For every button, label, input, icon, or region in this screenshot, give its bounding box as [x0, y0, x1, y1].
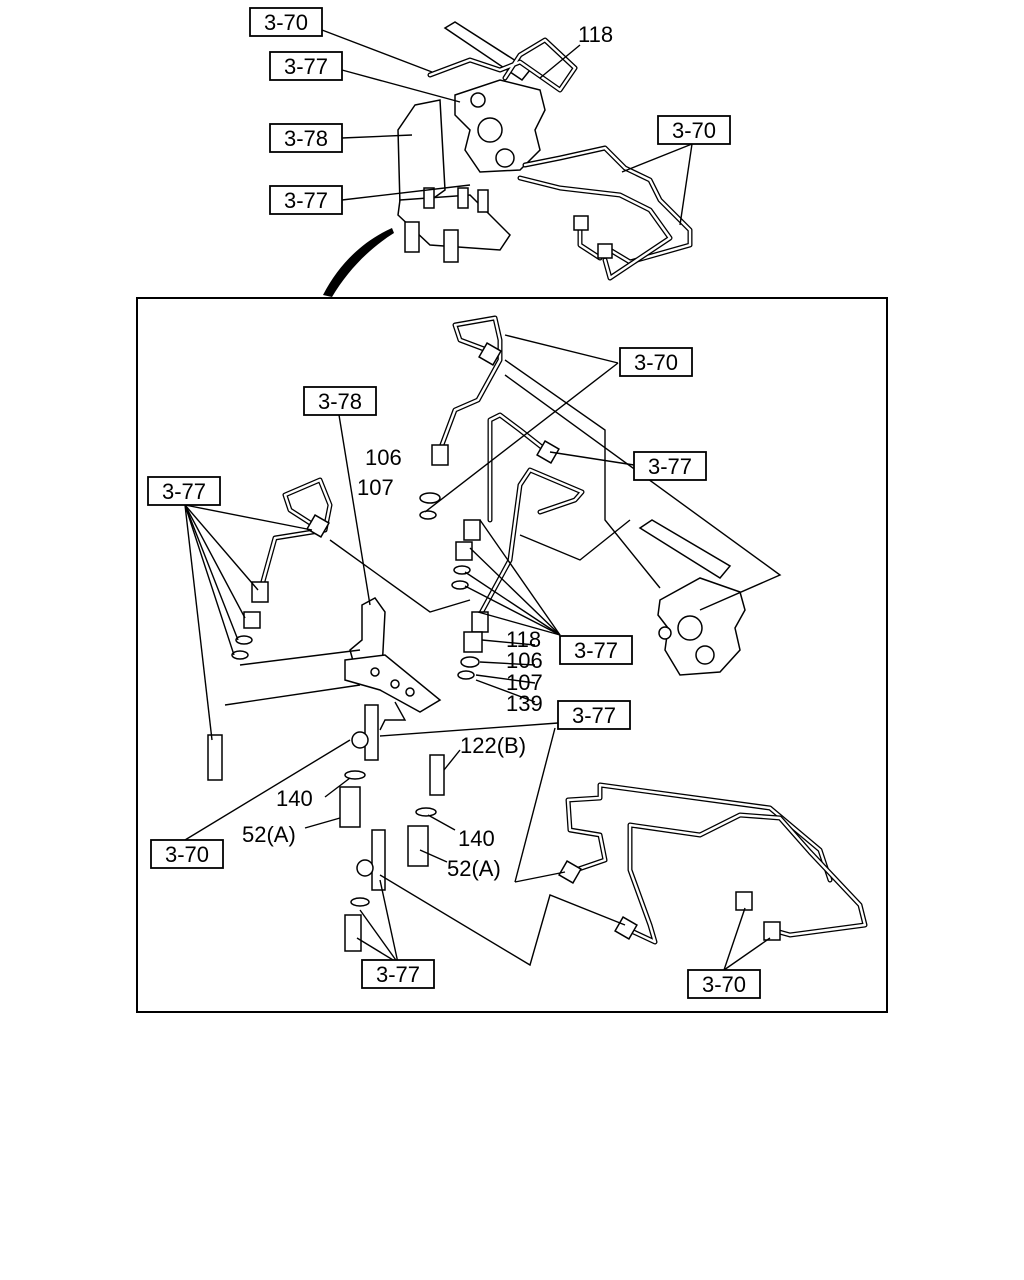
part-number-139: 139 — [506, 691, 543, 716]
label-top-3-77-a: 3-77 — [269, 51, 343, 81]
label-det-3-78: 3-78 — [303, 386, 377, 416]
svg-text:3-77: 3-77 — [376, 962, 420, 987]
part-number-118: 118 — [506, 627, 541, 652]
svg-text:3-78: 3-78 — [318, 389, 362, 414]
svg-text:3-77: 3-77 — [572, 703, 616, 728]
tee-fitting-upper — [364, 704, 379, 761]
overview-leaders — [321, 29, 693, 226]
overview-assembly — [323, 21, 693, 297]
detail-arrow — [323, 228, 394, 297]
part-number-52a-a: 52(A) — [242, 822, 296, 847]
svg-text:3-77: 3-77 — [284, 54, 328, 79]
label-det-3-70-top: 3-70 — [619, 347, 693, 377]
svg-text:3-70: 3-70 — [672, 118, 716, 143]
label-det-3-70-bottom: 3-70 — [687, 969, 761, 999]
detail-frame — [136, 297, 888, 1013]
part-number-52a-b: 52(A) — [447, 856, 501, 881]
label-det-3-77-lower: 3-77 — [557, 700, 631, 730]
label-det-3-77-mid: 3-77 — [559, 635, 633, 665]
label-det-3-77-left: 3-77 — [147, 476, 221, 506]
part-number-106-b: 106 — [506, 648, 543, 673]
part-number-140-b: 140 — [458, 826, 495, 851]
part-number-107-a: 107 — [357, 475, 394, 500]
tee-fitting-lower — [371, 829, 386, 891]
part-number-107-b: 107 — [506, 670, 543, 695]
label-det-3-70-left: 3-70 — [150, 839, 224, 869]
svg-text:3-77: 3-77 — [648, 454, 692, 479]
part-number-140-a: 140 — [276, 786, 313, 811]
detail-lever — [638, 519, 732, 579]
svg-text:3-77: 3-77 — [574, 638, 618, 663]
label-top-3-77-b: 3-77 — [269, 185, 343, 215]
detail-assembly — [207, 315, 868, 952]
part-number-122b: 122(B) — [460, 733, 526, 758]
detail-leaders — [184, 334, 782, 971]
svg-text:3-77: 3-77 — [284, 188, 328, 213]
label-top-3-70-b: 3-70 — [657, 115, 731, 145]
svg-text:3-70: 3-70 — [165, 842, 209, 867]
label-det-3-77-right: 3-77 — [633, 451, 707, 481]
svg-text:3-70: 3-70 — [634, 350, 678, 375]
svg-text:3-70: 3-70 — [702, 972, 746, 997]
label-top-3-70-a: 3-70 — [249, 7, 323, 37]
svg-text:3-70: 3-70 — [264, 10, 308, 35]
part-number-top-118: 118 — [578, 22, 613, 47]
overview-lever — [443, 21, 532, 82]
svg-text:3-77: 3-77 — [162, 479, 206, 504]
label-top-3-78: 3-78 — [269, 123, 343, 153]
svg-text:3-78: 3-78 — [284, 126, 328, 151]
label-det-3-77-bottom: 3-77 — [361, 959, 435, 989]
part-number-106-a: 106 — [365, 445, 402, 470]
